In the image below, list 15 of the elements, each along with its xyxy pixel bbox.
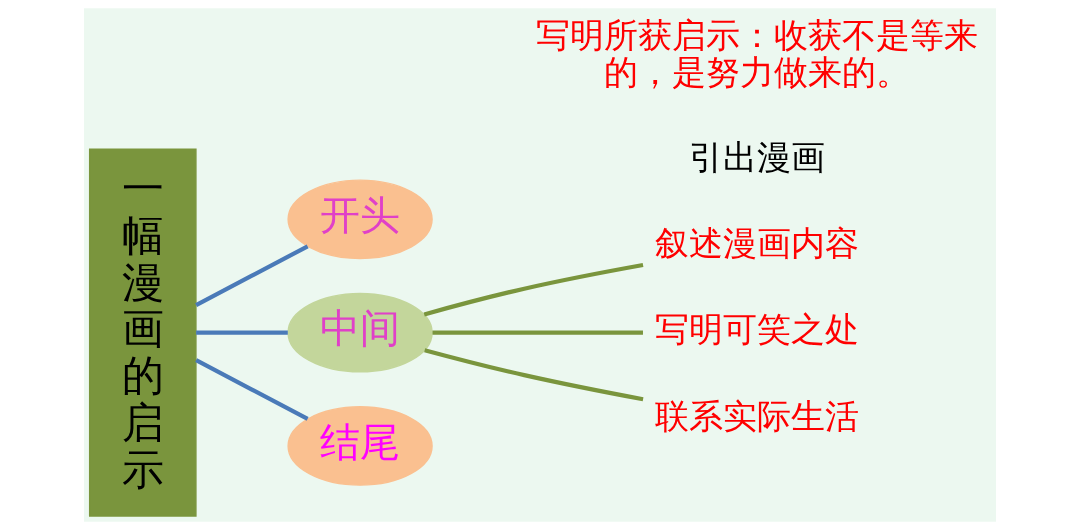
connector xyxy=(424,348,644,402)
connector xyxy=(195,358,309,421)
label: 引出漫画 xyxy=(689,136,826,177)
connector xyxy=(423,262,644,317)
node-text: 叙述漫画内容 xyxy=(655,223,860,264)
node-ellipse: 结尾 xyxy=(287,406,433,486)
node-box: 一幅漫画的启示 xyxy=(88,148,197,517)
connector xyxy=(432,330,643,335)
label: 写明所获启示：收获不是等来的，是努力做来的。 xyxy=(536,14,979,92)
node-ellipse: 中间 xyxy=(287,292,433,373)
node-text: 写明可笑之处 xyxy=(655,309,860,350)
node-text: 联系实际生活 xyxy=(655,395,860,436)
connector xyxy=(196,330,288,335)
connector xyxy=(195,244,309,308)
node-ellipse: 开头 xyxy=(287,179,433,260)
